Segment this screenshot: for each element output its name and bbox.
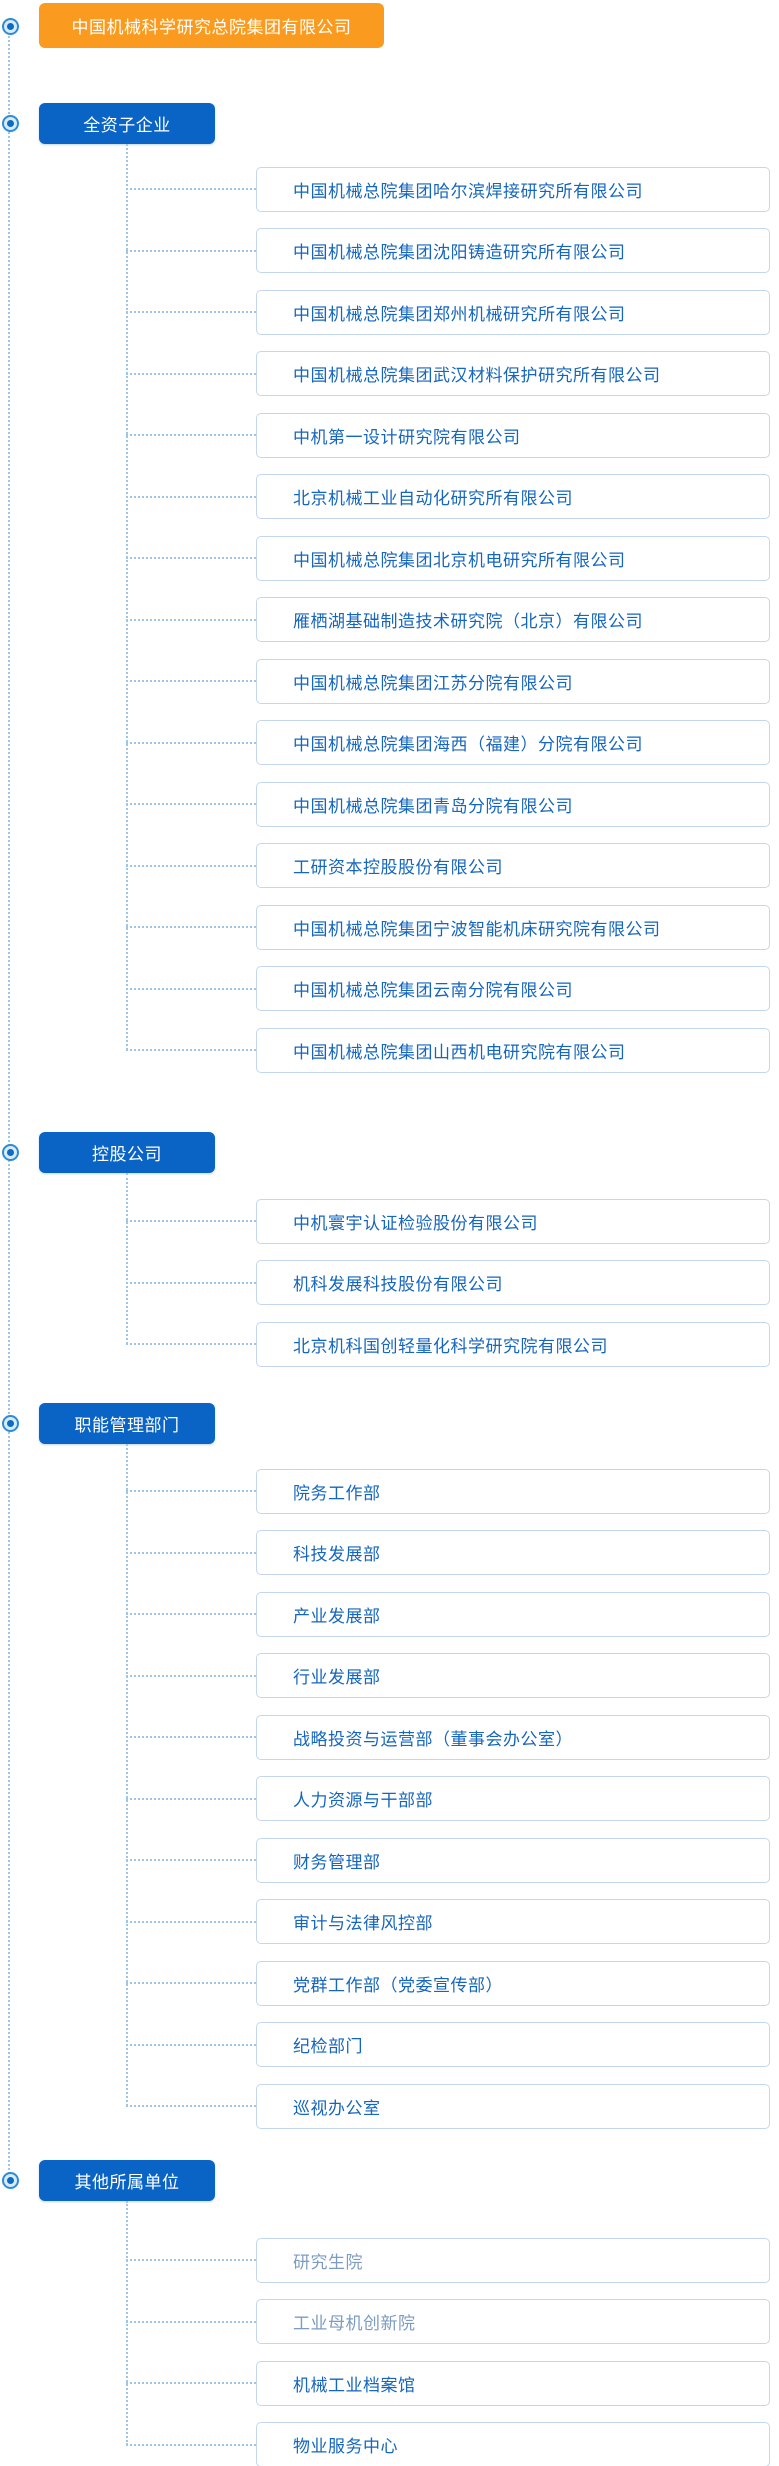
item-connector-line (126, 1281, 256, 1284)
org-node-item[interactable]: 中国机械总院集团沈阳铸造研究所有限公司 (256, 228, 770, 273)
org-node-item[interactable]: 中机第一设计研究院有限公司 (256, 412, 770, 458)
item-connector-line (126, 987, 256, 990)
target-dot-inner (7, 120, 14, 127)
org-node-item[interactable]: 产业发展部 (256, 1591, 770, 1637)
section-header-3[interactable]: 职能管理部门 (39, 1402, 215, 1444)
org-node-item[interactable]: 北京机械工业自动化研究所有限公司 (256, 474, 770, 519)
section-header-2[interactable]: 控股公司 (39, 1132, 215, 1173)
item-connector-line (126, 311, 256, 313)
item-connector-line (126, 1049, 256, 1051)
org-node-item[interactable]: 行业发展部 (256, 1653, 770, 1698)
item-connector-line (126, 2043, 256, 2046)
item-connector-line (126, 1674, 256, 1677)
item-connector-line (126, 372, 256, 375)
org-node-item[interactable]: 财务管理部 (256, 1837, 770, 1883)
item-connector-line (126, 803, 256, 805)
item-connector-line (126, 2382, 256, 2384)
org-node-item[interactable]: 中机寰宇认证检验股份有限公司 (256, 1198, 770, 1244)
org-node-item[interactable]: 人力资源与干部部 (256, 1776, 770, 1821)
org-node-item[interactable]: 科技发展部 (256, 1530, 770, 1575)
org-node-item[interactable]: 巡视办公室 (256, 2083, 770, 2129)
org-node-item[interactable]: 纪检部门 (256, 2022, 770, 2067)
item-connector-line (126, 1613, 256, 1615)
org-node-item[interactable]: 机科发展科技股份有限公司 (256, 1260, 770, 1305)
section-branch-line (126, 144, 128, 1050)
tree-trunk-line (8, 25, 10, 2181)
org-node-item[interactable]: 研究生院 (256, 2237, 770, 2283)
org-node-item[interactable]: 中国机械总院集团宁波智能机床研究院有限公司 (256, 904, 770, 950)
target-dot-inner (7, 2177, 14, 2184)
section-branch-line (126, 1443, 128, 2106)
org-node-item[interactable]: 中国机械总院集团海西（福建）分院有限公司 (256, 720, 770, 765)
org-node-item[interactable]: 中国机械总院集团青岛分院有限公司 (256, 781, 770, 827)
target-dot-inner (7, 1419, 14, 1427)
item-connector-line (126, 618, 256, 621)
org-node-item[interactable]: 审计与法律风控部 (256, 1899, 770, 1944)
item-connector-line (126, 926, 256, 928)
org-node-item[interactable]: 战略投资与运营部（董事会办公室） (256, 1714, 770, 1760)
org-node-item[interactable]: 中国机械总院集团武汉材料保护研究所有限公司 (256, 351, 770, 396)
org-node-item[interactable]: 党群工作部（党委宣传部） (256, 1960, 770, 2006)
target-dot-icon (2, 115, 19, 132)
item-connector-line (126, 741, 256, 744)
item-connector-line (126, 1982, 256, 1984)
root-node[interactable]: 中国机械科学研究总院集团有限公司 (39, 3, 384, 48)
org-node-item[interactable]: 中国机械总院集团江苏分院有限公司 (256, 658, 770, 704)
item-connector-line (126, 2105, 256, 2107)
item-connector-line (126, 2259, 256, 2261)
org-node-item[interactable]: 工研资本控股股份有限公司 (256, 843, 770, 888)
org-node-item[interactable]: 工业母机创新院 (256, 2299, 770, 2344)
org-node-item[interactable]: 中国机械总院集团云南分院有限公司 (256, 966, 770, 1011)
item-connector-line (126, 249, 256, 252)
target-dot-inner (7, 23, 14, 30)
org-node-item[interactable]: 机械工业档案馆 (256, 2360, 770, 2406)
org-node-item[interactable]: 中国机械总院集团郑州机械研究所有限公司 (256, 289, 770, 335)
item-connector-line (126, 2320, 256, 2323)
item-connector-line (126, 1490, 256, 1492)
item-connector-line (126, 1736, 256, 1738)
item-connector-line (126, 434, 256, 436)
org-node-item[interactable]: 中国机械总院集团山西机电研究院有限公司 (256, 1027, 770, 1073)
section-header-4[interactable]: 其他所属单位 (39, 2160, 215, 2201)
target-dot-icon (2, 1414, 19, 1432)
item-connector-line (126, 2443, 256, 2446)
target-dot-icon (2, 2172, 19, 2189)
item-connector-line (126, 1220, 256, 1222)
item-connector-line (126, 557, 256, 559)
item-connector-line (126, 1920, 256, 1923)
org-node-item[interactable]: 北京机科国创轻量化科学研究院有限公司 (256, 1321, 770, 1367)
target-dot-icon (2, 1144, 19, 1161)
item-connector-line (126, 1859, 256, 1861)
org-node-item[interactable]: 中国机械总院集团北京机电研究所有限公司 (256, 535, 770, 581)
section-branch-line (126, 1173, 128, 1344)
item-connector-line (126, 864, 256, 867)
section-header-1[interactable]: 全资子企业 (39, 103, 215, 144)
item-connector-line (126, 1551, 256, 1554)
org-node-item[interactable]: 院务工作部 (256, 1468, 770, 1514)
target-dot-inner (7, 1149, 14, 1156)
target-dot-icon (2, 18, 19, 35)
org-node-item[interactable]: 雁栖湖基础制造技术研究院（北京）有限公司 (256, 597, 770, 642)
item-connector-line (126, 1797, 256, 1800)
item-connector-line (126, 680, 256, 682)
item-connector-line (126, 1343, 256, 1345)
section-branch-line (126, 2201, 128, 2445)
org-node-item[interactable]: 物业服务中心 (256, 2422, 770, 2466)
org-node-item[interactable]: 中国机械总院集团哈尔滨焊接研究所有限公司 (256, 166, 770, 212)
item-connector-line (126, 495, 256, 498)
item-connector-line (126, 188, 256, 190)
